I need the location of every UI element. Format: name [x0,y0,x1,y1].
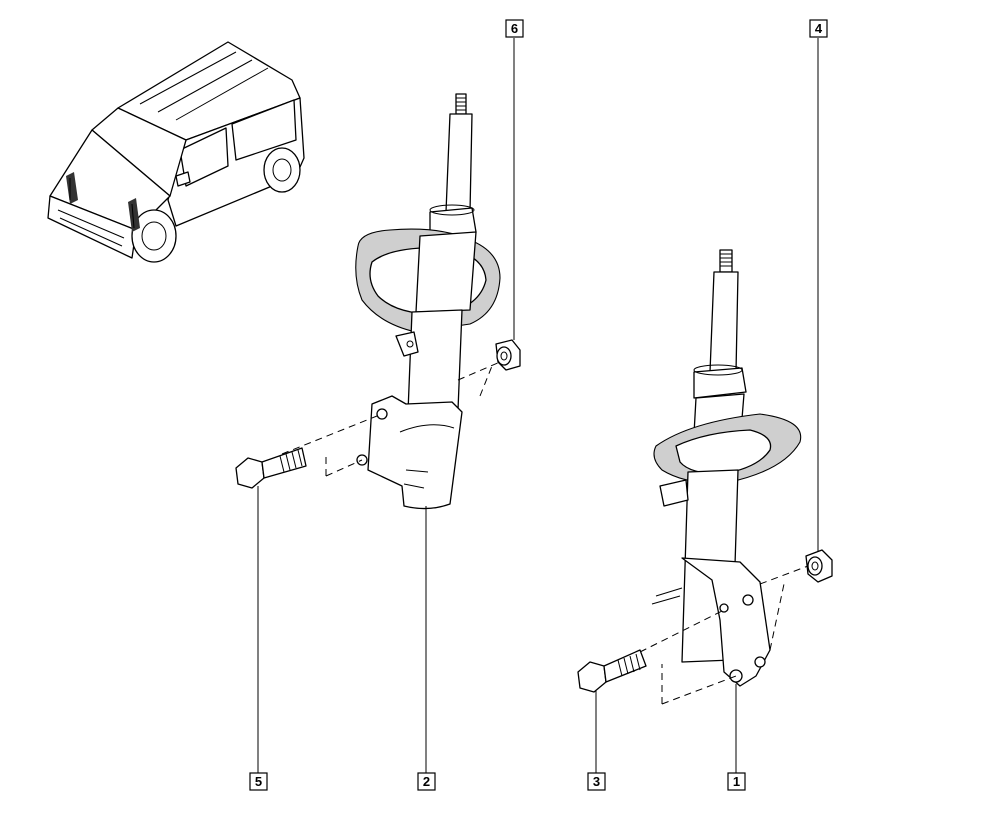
callout-2: 2 [417,772,436,791]
callout-5: 5 [249,772,268,791]
svg-text:1: 1 [733,774,740,789]
svg-text:4: 4 [815,21,823,36]
shock-absorber-strut-left [281,93,501,510]
nut-left [495,339,521,371]
svg-text:5: 5 [255,774,262,789]
callout-3: 3 [587,772,606,791]
bolt-right [577,649,647,693]
shock-absorber-strut-right [639,249,809,705]
svg-text:3: 3 [593,774,600,789]
callout-4: 4 [809,19,828,38]
bolt-left [235,447,307,489]
callout-1: 1 [727,772,746,791]
callout-6: 6 [505,19,524,38]
svg-text:6: 6 [511,21,518,36]
vehicle-locator-icon [47,41,305,263]
nut-right [805,549,833,583]
svg-text:2: 2 [423,774,430,789]
